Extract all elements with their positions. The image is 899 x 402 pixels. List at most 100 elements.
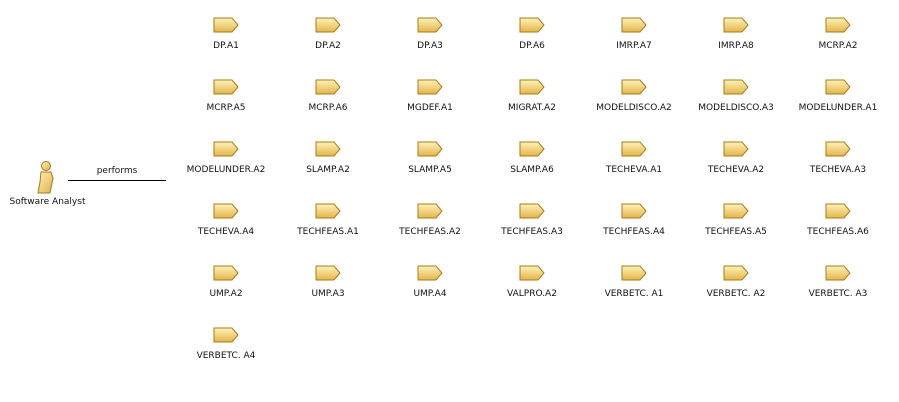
artifact-label: MODELDISCO.A2 [596, 103, 672, 113]
artifact-icon [825, 79, 851, 95]
artifact-icon [621, 141, 647, 157]
artifact-item[interactable]: DP.A1 [175, 10, 277, 60]
artifact-label: DP.A2 [315, 41, 341, 51]
artifact-item[interactable]: TECHFEAS.A4 [583, 196, 685, 246]
actor-software-analyst[interactable]: Software Analyst [0, 160, 95, 210]
artifact-label: SLAMP.A5 [408, 165, 452, 175]
artifact-label: VERBETC. A2 [706, 289, 766, 299]
artifact-item[interactable]: VERBETC. A2 [685, 258, 787, 308]
artifact-label: TECHFEAS.A5 [705, 227, 767, 237]
artifact-item[interactable]: TECHFEAS.A5 [685, 196, 787, 246]
artifact-label: IMRP.A8 [718, 41, 754, 51]
artifact-icon [621, 265, 647, 281]
artifact-icon [723, 265, 749, 281]
artifact-icon [213, 17, 239, 33]
artifact-item[interactable]: MCRP.A5 [175, 72, 277, 122]
artifact-icon [825, 17, 851, 33]
artifact-label: MGDEF.A1 [407, 103, 453, 113]
artifact-label: TECHFEAS.A3 [501, 227, 563, 237]
artifact-icon [723, 17, 749, 33]
artifact-item[interactable]: MGDEF.A1 [379, 72, 481, 122]
artifact-icon [825, 265, 851, 281]
artifact-icon [519, 203, 545, 219]
artifact-icon [723, 203, 749, 219]
artifact-icon [621, 203, 647, 219]
artifact-icon [723, 79, 749, 95]
artifact-label: MODELDISCO.A3 [698, 103, 774, 113]
artifact-item[interactable]: MCRP.A6 [277, 72, 379, 122]
artifact-label: UMP.A4 [413, 289, 447, 299]
artifact-item[interactable]: SLAMP.A5 [379, 134, 481, 184]
artifact-label: SLAMP.A2 [306, 165, 350, 175]
artifact-item[interactable]: MODELUNDER.A1 [787, 72, 889, 122]
artifact-icon [621, 79, 647, 95]
artifact-icon [315, 203, 341, 219]
association-performs[interactable]: performs [68, 163, 166, 183]
artifact-icon [519, 265, 545, 281]
artifact-item[interactable]: TECHFEAS.A1 [277, 196, 379, 246]
artifact-item[interactable]: TECHFEAS.A3 [481, 196, 583, 246]
artifact-item[interactable]: SLAMP.A2 [277, 134, 379, 184]
artifact-label: TECHFEAS.A1 [297, 227, 359, 237]
artifact-icon [417, 265, 443, 281]
artifact-item[interactable]: TECHEVA.A1 [583, 134, 685, 184]
artifact-item[interactable]: SLAMP.A6 [481, 134, 583, 184]
artifact-item[interactable]: TECHEVA.A4 [175, 196, 277, 246]
artifact-label: UMP.A3 [311, 289, 345, 299]
artifact-label: UMP.A2 [209, 289, 243, 299]
artifact-icon [213, 203, 239, 219]
artifact-item[interactable]: MIGRAT.A2 [481, 72, 583, 122]
artifact-item[interactable]: DP.A6 [481, 10, 583, 60]
artifact-item[interactable]: VERBETC. A4 [175, 320, 277, 370]
artifact-item[interactable]: UMP.A4 [379, 258, 481, 308]
artifact-item[interactable]: UMP.A2 [175, 258, 277, 308]
artifact-label: TECHFEAS.A4 [603, 227, 665, 237]
artifact-icon [315, 17, 341, 33]
artifact-icon [519, 141, 545, 157]
artifact-icon [213, 141, 239, 157]
artifact-icon [519, 79, 545, 95]
artifact-label: MODELUNDER.A1 [798, 103, 878, 113]
artifact-icon [417, 203, 443, 219]
artifact-item[interactable]: UMP.A3 [277, 258, 379, 308]
artifact-icon [315, 265, 341, 281]
artifact-icon [519, 17, 545, 33]
artifact-label: VERBETC. A4 [196, 351, 256, 361]
actor-label: Software Analyst [9, 197, 86, 207]
artifact-label: TECHEVA.A4 [197, 227, 255, 237]
artifact-icon [825, 203, 851, 219]
artifact-item[interactable]: VALPRO.A2 [481, 258, 583, 308]
artifact-icon [621, 17, 647, 33]
artifact-label: VERBETC. A3 [808, 289, 868, 299]
artifact-item[interactable]: DP.A3 [379, 10, 481, 60]
artifact-icon [417, 79, 443, 95]
artifact-item[interactable]: VERBETC. A3 [787, 258, 889, 308]
artifact-label: MCRP.A2 [818, 41, 858, 51]
artifact-item[interactable]: TECHFEAS.A2 [379, 196, 481, 246]
artifact-icon [213, 265, 239, 281]
actor-icon [37, 161, 54, 194]
artifact-item[interactable]: VERBETC. A1 [583, 258, 685, 308]
artifact-item[interactable]: IMRP.A7 [583, 10, 685, 60]
artifact-icon [417, 17, 443, 33]
artifact-item[interactable]: TECHEVA.A2 [685, 134, 787, 184]
artifact-icon [315, 79, 341, 95]
artifact-icon [315, 141, 341, 157]
artifact-label: VALPRO.A2 [507, 289, 557, 299]
association-label: performs [96, 166, 138, 176]
artifact-item[interactable]: IMRP.A8 [685, 10, 787, 60]
artifact-item[interactable]: MODELDISCO.A3 [685, 72, 787, 122]
artifact-label: TECHFEAS.A2 [399, 227, 461, 237]
artifact-icon [825, 141, 851, 157]
artifact-item[interactable]: MODELUNDER.A2 [175, 134, 277, 184]
artifact-label: MODELUNDER.A2 [186, 165, 266, 175]
artifact-label: DP.A1 [213, 41, 239, 51]
artifact-label: DP.A6 [519, 41, 545, 51]
artifact-item[interactable]: MCRP.A2 [787, 10, 889, 60]
artifact-item[interactable]: TECHEVA.A3 [787, 134, 889, 184]
artifact-item[interactable]: DP.A2 [277, 10, 379, 60]
artifact-label: TECHFEAS.A6 [807, 227, 869, 237]
artifact-item[interactable]: TECHFEAS.A6 [787, 196, 889, 246]
artifact-item[interactable]: MODELDISCO.A2 [583, 72, 685, 122]
